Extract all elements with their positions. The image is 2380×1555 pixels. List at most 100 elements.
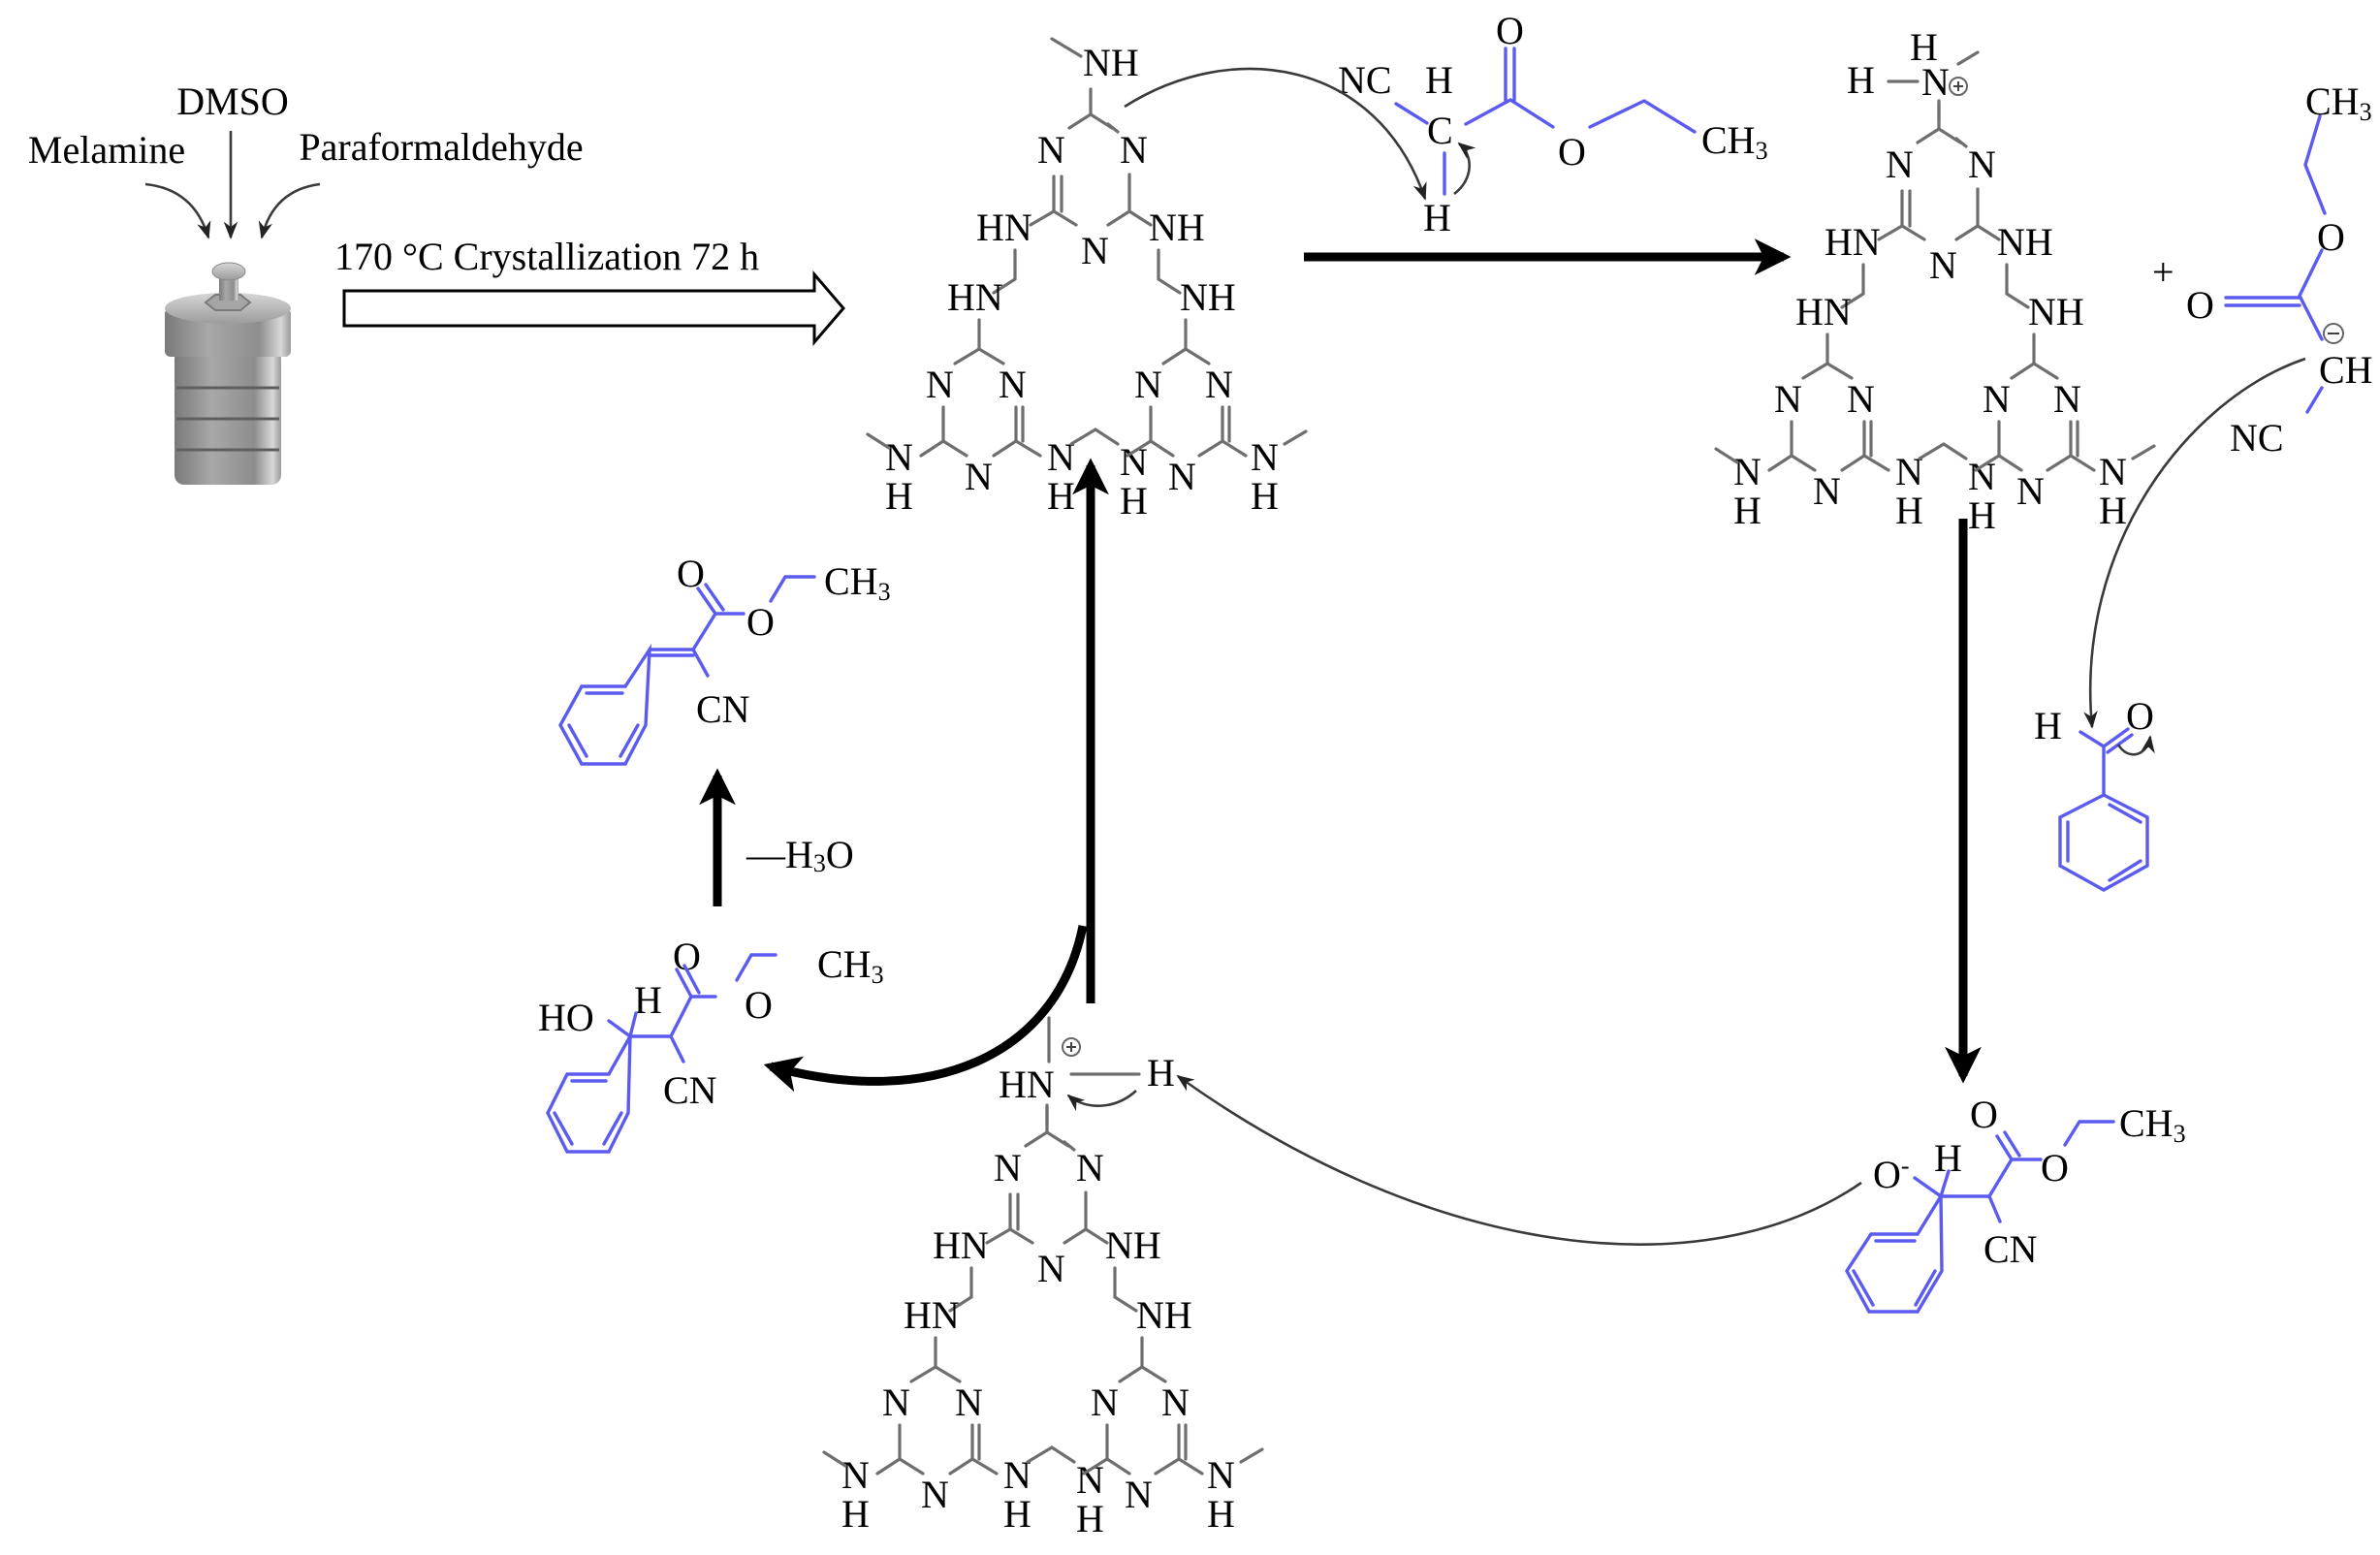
bond — [1283, 429, 1308, 446]
atom-h: H — [1968, 493, 1996, 537]
atom-h: H — [841, 1492, 870, 1536]
bond — [1877, 224, 1904, 241]
atom-n: N — [2099, 450, 2127, 493]
bond — [1063, 1140, 1076, 1152]
synthesis-section: DMSO Melamine Paraformaldehyde 170 °C Cr… — [28, 79, 845, 485]
bond — [1126, 439, 1153, 458]
bond — [1063, 1227, 1088, 1245]
bond — [934, 1365, 962, 1383]
bond — [1900, 224, 1926, 241]
bond — [1024, 1130, 1049, 1148]
atom-cn: CN — [663, 1068, 717, 1112]
knoevenagel-product: O O CH3 CN — [558, 552, 891, 766]
atom-o-ester: O — [745, 983, 773, 1027]
atom-ch-anion: CH — [2319, 348, 2373, 392]
positive-charge-icon — [1949, 77, 1968, 96]
atom-n: N — [921, 1473, 949, 1516]
atom-ch3: CH3 — [2305, 79, 2372, 126]
atom-n: N — [1037, 128, 1065, 172]
bond — [1197, 439, 1224, 458]
atom-h: H — [885, 474, 913, 518]
bond — [1997, 454, 2023, 472]
bond — [1840, 454, 1866, 472]
atom-cn: CN — [1983, 1227, 2038, 1271]
bond — [1862, 454, 1890, 472]
bond — [1825, 362, 1854, 380]
bond — [1014, 439, 1042, 458]
aldol-adduct: HO H O O CH3 CN — [538, 935, 884, 1154]
plus-sign: + — [2152, 250, 2174, 294]
atom-h: H — [1003, 1492, 1031, 1536]
bond — [1840, 263, 1865, 309]
atom-h: H — [2099, 489, 2127, 532]
dehydration-label: —H3O — [746, 833, 854, 877]
bond — [1954, 224, 1980, 241]
synthesis-condition-label: 170 °C Crystallization 72 h — [334, 235, 759, 278]
atom-n: N — [1983, 377, 2011, 421]
atom-h-bottom: H — [1423, 196, 1451, 239]
bond — [1118, 1365, 1144, 1383]
atom-n: N — [1968, 143, 1996, 186]
atom-ho: HO — [538, 996, 594, 1039]
atom-cn: CN — [696, 687, 750, 731]
bond — [977, 347, 1005, 365]
bond — [992, 248, 1017, 295]
atom-nh: NH — [1105, 1223, 1161, 1267]
bond — [2032, 362, 2059, 380]
atom-n: N — [926, 363, 954, 406]
atom-n: N — [1813, 469, 1841, 513]
cyanoacetate-carbanion: CH3 O O CH NC — [2083, 79, 2373, 729]
bond — [1026, 1445, 1076, 1464]
atom-n: N — [1774, 377, 1802, 421]
bond — [866, 432, 891, 450]
bond — [1714, 447, 1739, 464]
bond — [1082, 1457, 1109, 1476]
atom-hn: HN — [1795, 290, 1852, 333]
bond — [822, 1450, 847, 1468]
atom-h: H — [1895, 489, 1923, 532]
proton-return-arrow — [1066, 1090, 1137, 1112]
atom-hn-plus: HN — [999, 1063, 1055, 1106]
atom-n: N — [885, 435, 913, 479]
atom-h: H — [1733, 489, 1761, 532]
bond — [992, 439, 1018, 458]
atom-nc: NC — [2230, 416, 2284, 460]
atom-nh: NH — [1136, 1293, 1192, 1337]
bond — [1106, 122, 1120, 134]
proton-transfer-arrow — [1176, 1074, 1862, 1246]
paraformaldehyde-addition-arrow — [258, 182, 321, 239]
atom-n: N — [1251, 435, 1279, 479]
negative-charge-icon — [2323, 323, 2344, 344]
atom-n: N — [1895, 450, 1923, 493]
atom-c: C — [1427, 109, 1453, 152]
bond — [1790, 454, 1817, 472]
bond — [1140, 1365, 1167, 1383]
atom-n: N — [1929, 243, 1957, 287]
atom-nh: NH — [1180, 275, 1236, 319]
bond — [2131, 444, 2156, 460]
atom-n: N — [994, 1146, 1022, 1190]
bond — [1029, 209, 1056, 227]
atom-hn: HN — [933, 1223, 989, 1267]
carbonyl-electron-arrow — [2116, 735, 2155, 756]
bond — [1221, 439, 1248, 458]
bond — [1113, 1266, 1138, 1313]
atom-o: O — [2126, 694, 2154, 738]
atom-o-carbonyl: O — [1496, 9, 1524, 52]
atom-o-carbonyl: O — [2186, 283, 2214, 327]
deprotonation-curved-arrow — [1124, 67, 1427, 201]
atom-n: N — [1847, 377, 1875, 421]
bond — [948, 1457, 974, 1476]
bond — [1157, 248, 1182, 295]
bond — [948, 1266, 973, 1313]
bond — [1106, 209, 1131, 227]
protonation-curved-arrow — [763, 925, 1088, 1093]
bond — [1008, 1227, 1034, 1245]
bond — [970, 1457, 999, 1476]
melamine-addition-arrow — [144, 182, 211, 239]
bond — [1084, 1227, 1109, 1245]
bond — [1974, 454, 2001, 472]
